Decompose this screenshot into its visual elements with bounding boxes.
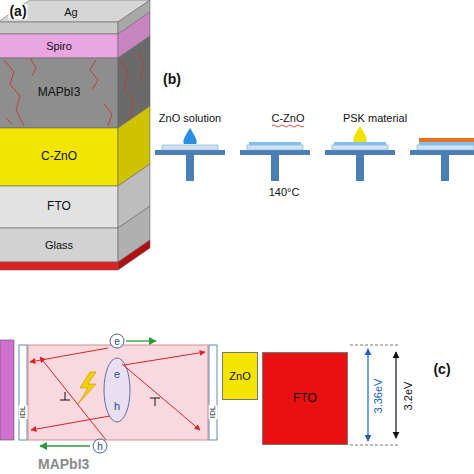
node-label: MAPbI3 [38,456,89,472]
layer-block: Glass [0,228,118,262]
band-diagram [0,334,398,453]
node-label: FTO [47,200,71,214]
spell-underline [272,125,304,127]
energy-value: 3.36eV [372,378,384,415]
energy-band-box: ZnO [222,352,258,400]
temperature-label: 140°C [269,186,300,198]
layer-stack [0,0,150,270]
step-label: PSK material [343,112,407,124]
step-label: C-ZnO [272,112,305,124]
absorber-region: MAPbI3 [28,345,208,440]
layer-block: FTO [0,186,118,228]
node-label: MAPbI3 [38,86,81,100]
hole-symbol: h [114,400,120,412]
node-label: ZnO [229,370,250,383]
spin-coater [155,126,474,181]
energy-band-box: FTO [262,352,348,445]
layer-block: MAPbI3 [0,58,118,128]
layer-block: Ag [40,3,102,21]
layer-block: C-ZnO [0,128,118,186]
panel-label: (a) [8,4,27,19]
node-label: C-ZnO [41,150,77,164]
electron-symbol: e [114,336,120,347]
step-label: ZnO solution [159,112,221,124]
interface-label: IDL [19,405,28,419]
node-label: Ag [64,6,77,19]
hole-symbol: h [97,441,103,452]
electron-symbol: e [114,368,120,380]
energy-value: 3.2eV [402,381,414,412]
crack-lines [4,52,144,126]
layer-block: Spiro [0,34,118,58]
interface-label: IDL [209,405,218,419]
panel-label: (c) [433,362,450,377]
node-label: FTO [293,392,317,406]
node-label: Glass [45,239,73,252]
panel-label: (b) [163,72,181,87]
node-label: Spiro [46,40,72,53]
